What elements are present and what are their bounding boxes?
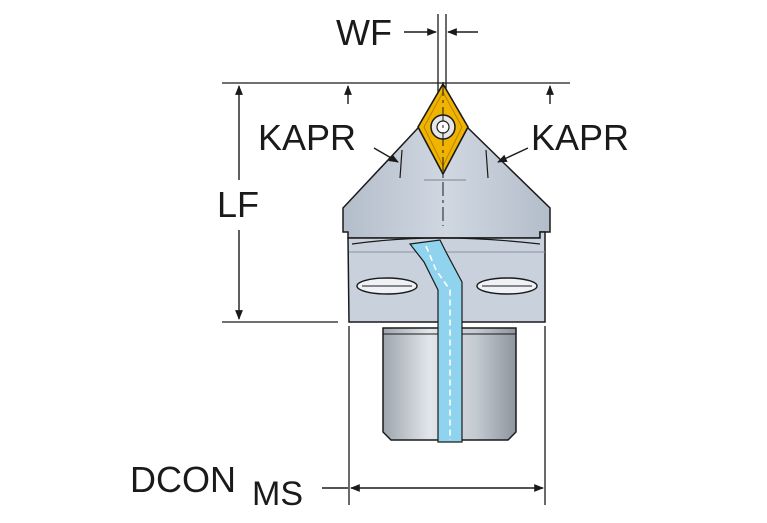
coolant-channel-fill [408, 239, 463, 443]
kapr-label-right: KAPR [531, 117, 629, 158]
coolant-channel-centerline [425, 245, 451, 440]
lf-label: LF [217, 184, 259, 225]
dcon-subscript: MS [252, 475, 303, 513]
tool-head-edge-left [399, 149, 403, 179]
coolant-channel [408, 239, 463, 443]
extension-lines [222, 14, 570, 505]
kapr-label-left: KAPR [258, 117, 356, 158]
kapr-leader-left [373, 147, 399, 163]
wf-label: WF [336, 12, 392, 53]
dimension-arrows [235, 28, 554, 492]
kapr-leader-right [497, 147, 529, 163]
dcon-label: DCON [130, 459, 236, 500]
tool-coupling-top-groove [351, 237, 541, 245]
tool-head-edge-right [485, 149, 489, 179]
